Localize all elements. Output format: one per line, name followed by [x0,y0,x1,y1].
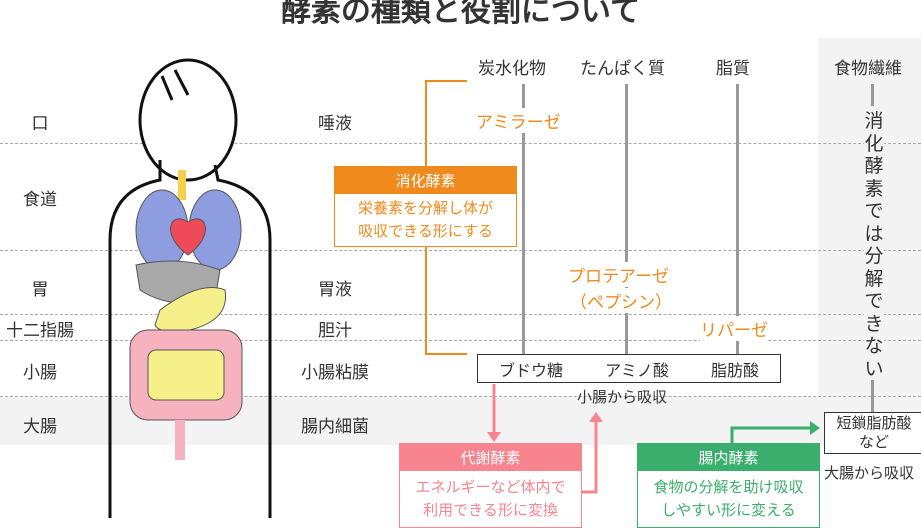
intestinal-desc-2: しやすい形に変える [661,501,796,519]
product-fatty-acid: 脂肪酸 [710,360,759,380]
enzyme-amylase: アミラーゼ [476,108,561,133]
line-fat [736,84,739,354]
nutrient-protein: たんぱく質 [580,59,665,79]
metabolic-desc-2: 利用できる形に変換 [423,501,558,519]
intestinal-enzyme-box: 腸内酵素 食物の分解を助け吸収 しやすい形に変える [637,443,820,528]
product-glucose: ブドウ糖 [499,360,564,380]
organ-large-intestine: 大腸 [23,417,57,437]
divider [0,340,921,341]
small-intestine-absorb: 小腸から吸収 [577,388,668,406]
fluid-mucosa: 小腸粘膜 [301,363,369,383]
products-box: ブドウ糖 アミノ酸 脂肪酸 [477,354,781,383]
digestive-desc-1: 栄養素を分解し体が [357,199,493,217]
line-fiber [871,84,874,106]
fluid-gastric: 胃液 [318,280,352,300]
organ-stomach: 胃 [31,280,49,300]
scfa-box: 短鎖脂肪酸 など [824,412,921,454]
divider [0,314,921,315]
organ-small-intestine: 小腸 [23,363,57,383]
arrow-right-icon [810,421,820,435]
line-fiber-bottom [871,378,874,412]
divider [0,143,921,144]
digestive-title: 消化酵素 [335,167,516,194]
nutrient-fat: 脂質 [716,59,750,79]
product-amino-acid: アミノ酸 [605,360,669,380]
arrow-down-icon [487,432,501,442]
fluid-bile: 胆汁 [318,321,352,341]
metabolic-desc-1: エネルギーなど体内で [415,478,566,496]
scfa-label: 短鎖脂肪酸 [836,414,912,432]
nutrient-carbohydrate: 炭水化物 [478,59,546,79]
body-illustration [108,58,272,518]
large-intestine-absorb: 大腸から吸収 [824,464,915,482]
enzyme-pepsin: （ペプシン） [570,288,672,313]
divider [0,396,921,397]
scfa-etc: など [858,433,889,451]
line-carb [522,84,525,354]
intestinal-title: 腸内酵素 [638,444,819,471]
line-protein [625,84,628,354]
fluid-bacteria: 腸内細菌 [301,417,369,437]
organ-esophagus: 食道 [23,190,57,210]
digestive-enzyme-box: 消化酵素 栄養素を分解し体が 吸収できる形にする [334,166,517,247]
fiber-note: 消化酵素では分解できない [864,110,884,380]
organ-mouth: 口 [31,114,49,134]
nutrient-fiber: 食物繊維 [834,59,902,79]
metabolic-title: 代謝酵素 [400,444,581,471]
enzyme-lipase: リパーゼ [700,316,768,341]
arrow-up-icon [589,412,603,422]
organ-duodenum: 十二指腸 [6,321,74,341]
metabolic-enzyme-box: 代謝酵素 エネルギーなど体内で 利用できる形に変換 [399,443,582,528]
intestinal-desc-1: 食物の分解を助け吸収 [653,478,804,496]
digestive-desc-2: 吸収できる形にする [358,222,493,240]
divider [0,250,921,251]
page-title: 酵素の種類と役割について [280,0,641,29]
fluid-saliva: 唾液 [318,114,352,134]
enzyme-protease: プロテアーゼ [568,262,669,287]
